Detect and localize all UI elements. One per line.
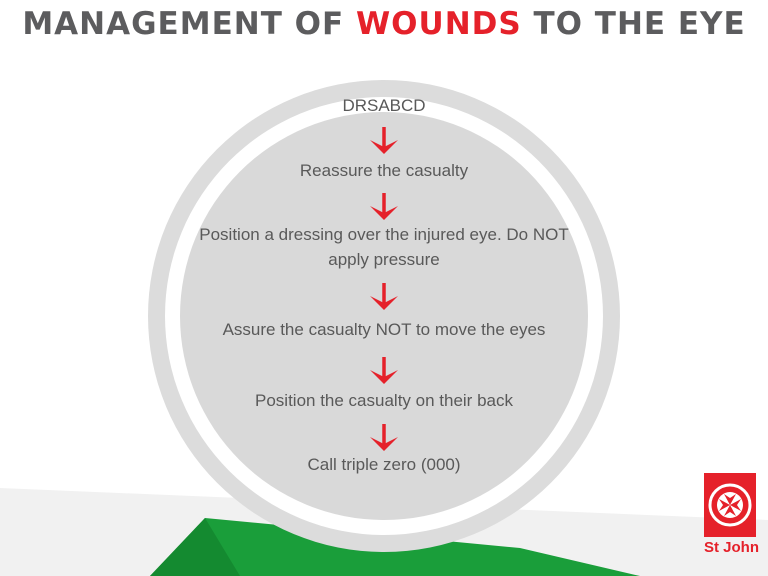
step-position-back: Position the casualty on their back	[255, 391, 513, 410]
logo-wordmark: St John	[704, 539, 759, 556]
st-john-logo: St John	[704, 473, 759, 563]
arrow-down-icon	[370, 424, 398, 451]
arrow-down-icon	[370, 357, 398, 384]
arrow-down-icon	[370, 283, 398, 310]
step-drsabcd: DRSABCD	[342, 96, 426, 115]
step-call-000: Call triple zero (000)	[307, 455, 461, 474]
title-part-2: TO THE EYE	[533, 6, 746, 42]
step-reassure: Reassure the casualty	[299, 161, 469, 180]
title-highlight: WOUNDS	[355, 6, 522, 42]
step-position-dressing: Position a dressing over the injured eye…	[199, 225, 569, 269]
step-no-eye-movement: Assure the casualty NOT to move the eyes	[222, 320, 546, 339]
logo-badge	[704, 473, 756, 537]
arrow-down-icon	[370, 127, 398, 154]
green-band-shade	[150, 518, 240, 576]
inner-circle	[180, 112, 588, 520]
title-part-1: MANAGEMENT OF	[22, 6, 345, 42]
page-title: MANAGEMENT OF WOUNDS TO THE EYE	[0, 6, 768, 42]
arrow-down-icon	[370, 193, 398, 220]
maltese-cross-icon	[708, 483, 752, 527]
